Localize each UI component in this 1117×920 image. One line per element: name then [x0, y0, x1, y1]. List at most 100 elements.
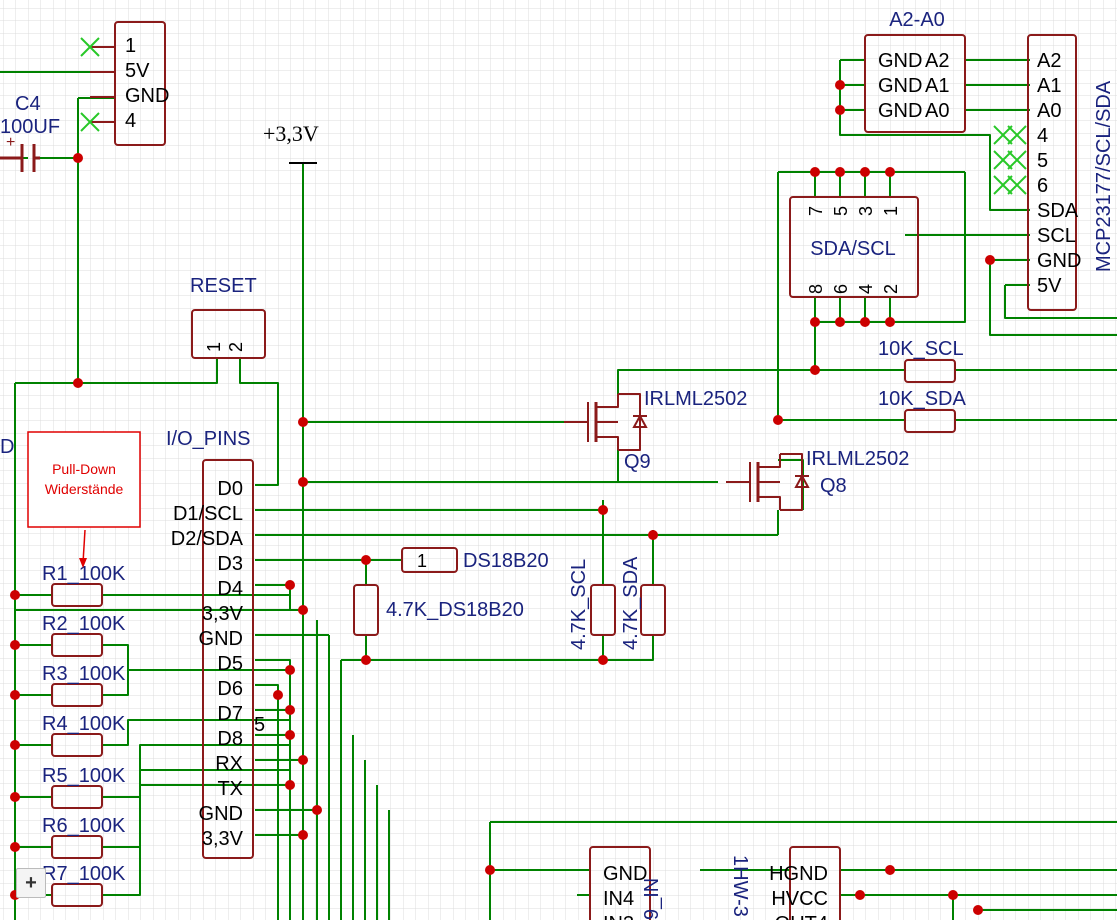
bottom-left-connector: [589, 846, 651, 920]
junction-dot: [10, 842, 20, 852]
top-connector-pin: 5V: [125, 60, 150, 82]
r10k-scl-label: 10K_SCL: [878, 338, 964, 360]
sdascl-pin-bottom: 2: [881, 284, 901, 294]
io-pin-label: TX: [217, 778, 243, 800]
io-pin-label: D7: [217, 703, 243, 725]
junction-dot: [810, 317, 820, 327]
wire: [102, 644, 129, 670]
mosfet-q9-diode: [632, 413, 648, 428]
note-arrow: [82, 529, 86, 564]
r47-ds18b20-label: 4.7K_DS18B20: [386, 599, 524, 621]
sdascl-pin-top: 5: [831, 206, 851, 216]
reset-pin: 1: [204, 342, 224, 352]
a2a0-addr-pin: A0: [925, 100, 949, 122]
junction-dot: [298, 605, 308, 615]
r47-ds18b20: [353, 584, 379, 636]
junction-dot: [835, 317, 845, 327]
sdascl-pin-top: 1: [881, 206, 901, 216]
reset-pin: 2: [226, 342, 246, 352]
io-header-body: [202, 459, 254, 859]
pulldown-resistor: [51, 683, 103, 707]
note-box: [27, 431, 141, 528]
mcp-pin: GND: [1037, 250, 1081, 272]
junction-dot: [73, 378, 83, 388]
junction-dot: [835, 80, 845, 90]
q9-label: Q9: [624, 451, 651, 473]
c4-value: 100UF: [0, 116, 60, 138]
top-connector-pin: 1: [125, 35, 136, 57]
sdascl-label: SDA/SCL: [810, 238, 896, 260]
mosfet-q8: [726, 462, 751, 502]
top-connector-pin: 4: [125, 110, 136, 132]
wire: [602, 635, 654, 661]
junction-dot: [285, 705, 295, 715]
r47-sda: [640, 584, 666, 636]
mosfet-q8-diode: [794, 473, 810, 488]
wire: [102, 784, 290, 896]
junction-dot: [598, 655, 608, 665]
resistor-label: R2_100K: [42, 613, 126, 635]
junction-dot: [10, 690, 20, 700]
pin-five-label: 5: [254, 714, 265, 736]
wire: [255, 634, 330, 920]
sdascl-pin-top: 3: [856, 206, 876, 216]
pulldown-resistor: [51, 583, 103, 607]
note-arrowhead: [79, 558, 87, 568]
bottom-left-pin: GND: [603, 863, 647, 885]
r47-scl: [590, 584, 616, 636]
a2a0-label: A2-A0: [889, 9, 945, 31]
junction-dot: [810, 167, 820, 177]
junction-dot: [285, 780, 295, 790]
pulldown-resistor: [51, 835, 103, 859]
junction-dot: [948, 890, 958, 900]
mosfet-q9: [618, 393, 641, 451]
no-connect-mark: [1007, 175, 1027, 195]
a2a0-gnd-pin: GND: [878, 100, 922, 122]
mcp-pin: 5V: [1037, 275, 1062, 297]
wire: [239, 358, 279, 486]
mosfet-q9: [596, 394, 619, 450]
ds18b20-pin: 1: [417, 551, 427, 571]
junction-dot: [298, 830, 308, 840]
io-pin-label: 3,3V: [202, 828, 244, 850]
junction-dot: [285, 665, 295, 675]
q8-part-label: IRLML2502: [806, 448, 909, 470]
io-pin-label: D8: [217, 728, 243, 750]
resistor-label: R3_100K: [42, 663, 126, 685]
bottom-right-pin: HVCC: [771, 888, 828, 910]
io-pin-label: D3: [217, 553, 243, 575]
junction-dot: [598, 505, 608, 515]
r10k-sda: [904, 409, 956, 433]
left-edge-label: D: [0, 436, 14, 458]
junction-dot: [860, 317, 870, 327]
mosfet-q8: [780, 453, 803, 511]
hw-label: 1HW-3: [729, 855, 751, 917]
mcp-pin: SDA: [1037, 200, 1079, 222]
c4-capacitor: [0, 144, 40, 172]
junction-dot: [298, 755, 308, 765]
junction-dot: [773, 415, 783, 425]
part-labels: C4100UF+3,3VRESETI/O_PINSR1_100KR2_100KR…: [0, 9, 1115, 920]
io-header-label: I/O_PINS: [166, 428, 250, 450]
top-connector-pin: GND: [125, 85, 169, 107]
junctions: [10, 80, 995, 915]
bottom-left-pin: IN4: [603, 888, 634, 910]
no-connect-marks: [80, 37, 1027, 195]
mcp-pin: 6: [1037, 175, 1048, 197]
pulldown-resistor: [51, 785, 103, 809]
zoom-in-button[interactable]: +: [16, 868, 46, 898]
junction-dot: [312, 805, 322, 815]
resistor-label: R5_100K: [42, 765, 126, 787]
junction-dot: [648, 530, 658, 540]
junction-dot: [835, 167, 845, 177]
resistor-label: R4_100K: [42, 713, 126, 735]
junction-dot: [285, 730, 295, 740]
junction-dot: [860, 167, 870, 177]
a2a0-body: [864, 34, 966, 133]
sdascl-pin-bottom: 8: [806, 284, 826, 294]
a2a0-gnd-pin: GND: [878, 50, 922, 72]
no-connect-mark: [993, 150, 1013, 170]
mcp-pin: A2: [1037, 50, 1061, 72]
